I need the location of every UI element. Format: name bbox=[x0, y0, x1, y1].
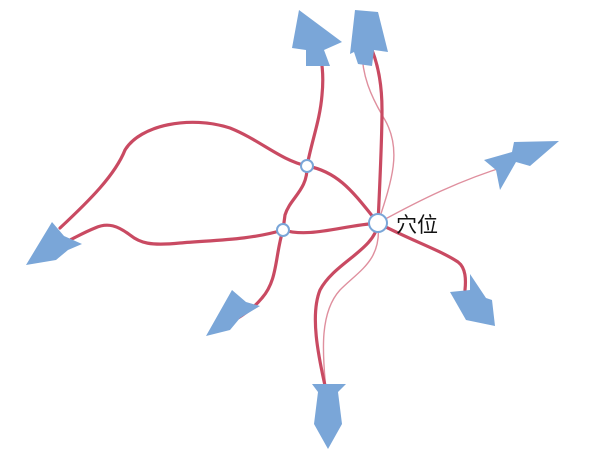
main-node-label: 穴位 bbox=[396, 213, 438, 237]
arrowhead-right-icon bbox=[484, 141, 559, 190]
arrowhead-top-right-icon bbox=[350, 10, 388, 66]
edge-c-bottom bbox=[313, 221, 380, 392]
edge-a-left-loop bbox=[58, 120, 309, 230]
edge-thin-bottom bbox=[322, 222, 380, 391]
edge-c-bottom-right bbox=[376, 221, 468, 292]
edge-b-left bbox=[68, 223, 285, 246]
node-main[interactable] bbox=[368, 213, 388, 233]
edge-thin-top bbox=[361, 49, 395, 224]
arrowhead-bottom-left-icon bbox=[206, 290, 260, 336]
arrowhead-top-left-icon bbox=[292, 10, 342, 66]
edge-thin-right bbox=[377, 164, 511, 224]
edge-a-b bbox=[281, 164, 309, 232]
edge-b-c bbox=[281, 221, 380, 235]
node-a[interactable] bbox=[300, 159, 314, 173]
arrowhead-bottom-icon bbox=[312, 384, 346, 449]
node-b[interactable] bbox=[276, 223, 290, 237]
edge-a-c bbox=[305, 164, 380, 225]
arrowhead-bottom-right-icon bbox=[450, 274, 495, 326]
edge-c-top bbox=[370, 48, 384, 225]
arrowhead-left-icon bbox=[26, 222, 82, 265]
